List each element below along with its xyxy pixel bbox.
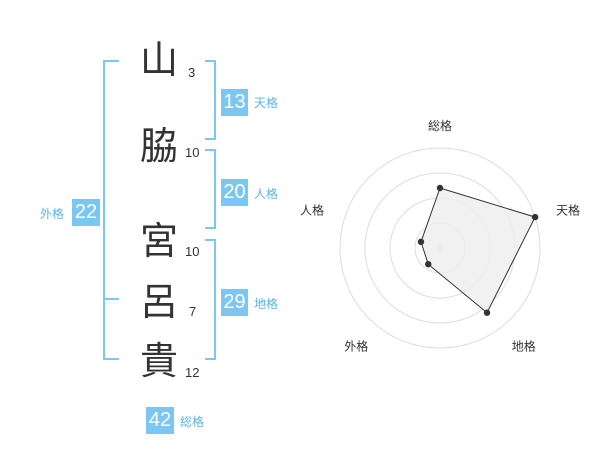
name-char-4: 呂 bbox=[139, 280, 178, 324]
soukaku-value: 42 bbox=[146, 407, 174, 434]
radar-axis-label-4: 外格 bbox=[344, 339, 368, 354]
radar-series-area bbox=[420, 187, 536, 314]
radar-point-5 bbox=[417, 238, 425, 246]
tenkaku-bracket bbox=[205, 60, 216, 140]
tenkaku-label: 天格 bbox=[254, 96, 279, 110]
gaikaku-label: 外格 bbox=[40, 207, 65, 221]
stroke-count-4: 7 bbox=[189, 304, 197, 319]
name-char-5: 貴 bbox=[139, 339, 178, 383]
gaikaku-bracket bbox=[103, 60, 119, 360]
gaikaku-value: 22 bbox=[72, 199, 100, 226]
jinkaku-bracket bbox=[205, 149, 216, 229]
radar-point-4 bbox=[425, 260, 432, 268]
stroke-count-3: 10 bbox=[185, 244, 200, 259]
tenkaku-value: 13 bbox=[221, 89, 248, 116]
radar-point-2 bbox=[531, 213, 539, 221]
radar-axis-label-3: 地格 bbox=[512, 339, 536, 354]
jinkaku-label: 人格 bbox=[254, 187, 279, 201]
jinkaku-value: 20 bbox=[221, 179, 248, 206]
radar-axis-label-5: 人格 bbox=[300, 202, 324, 217]
stroke-count-2: 10 bbox=[185, 145, 200, 160]
gaikaku-bracket-tick bbox=[103, 298, 119, 300]
radar-point-3 bbox=[483, 309, 491, 316]
name-char-2: 脇 bbox=[139, 124, 178, 168]
radar-axis-label-1: 総格 bbox=[428, 118, 452, 133]
chikaku-bracket bbox=[205, 239, 216, 360]
name-char-3: 宮 bbox=[139, 219, 178, 263]
soukaku-label: 総格 bbox=[180, 415, 205, 429]
chikaku-value: 29 bbox=[221, 289, 248, 316]
stroke-count-1: 3 bbox=[188, 65, 196, 80]
radar-grid-ring-4 bbox=[339, 147, 541, 349]
radar-axis-label-2: 天格 bbox=[556, 202, 580, 217]
name-char-1: 山 bbox=[139, 38, 178, 82]
radar-point-1 bbox=[436, 184, 444, 192]
stroke-count-5: 12 bbox=[185, 365, 200, 380]
chikaku-label: 地格 bbox=[254, 297, 279, 311]
